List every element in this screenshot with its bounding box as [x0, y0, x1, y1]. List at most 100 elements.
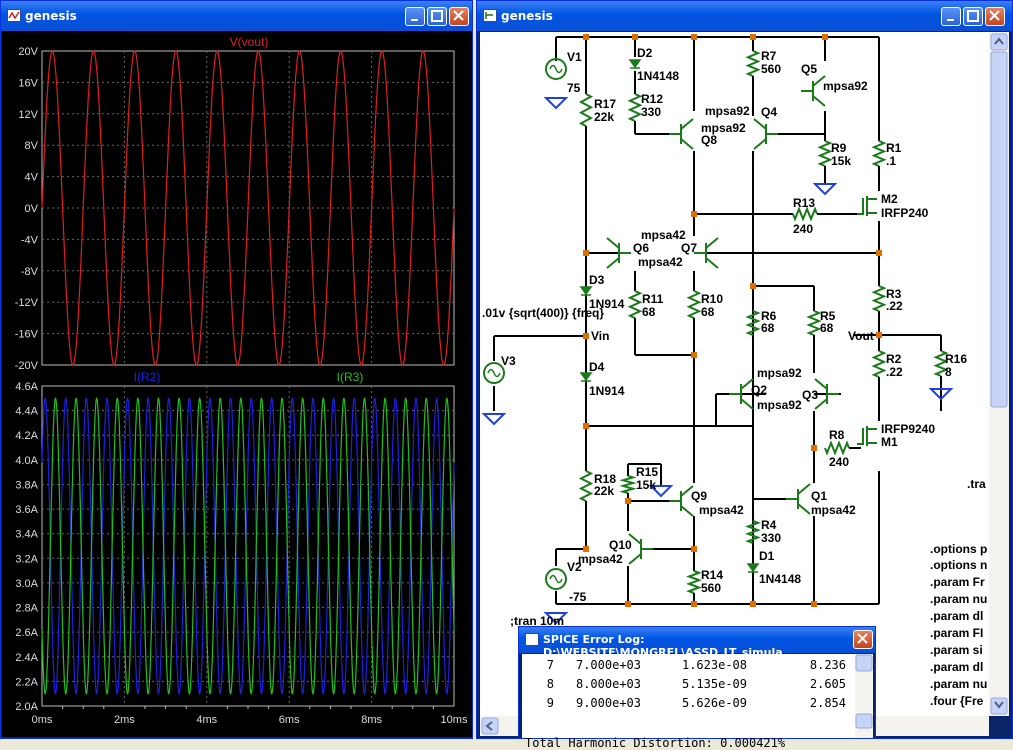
component-label: .param dl — [930, 660, 983, 674]
x-tick-label: 8ms — [361, 714, 382, 726]
y-tick-label: 3.0A — [15, 578, 38, 590]
component-label: R16 — [945, 352, 967, 366]
component-label: 1N914 — [589, 384, 625, 398]
junction — [583, 546, 589, 552]
component-label: R14 — [701, 568, 723, 582]
component-label: 560 — [701, 581, 721, 595]
spice-error-log-window: SPICE Error Log: D:\WEBSITE\MONGREL\ASSD… — [518, 626, 876, 750]
component-label: .22 — [886, 299, 903, 313]
y-tick-label: -20V — [15, 360, 39, 372]
junction — [876, 250, 882, 256]
component-label: V3 — [501, 354, 516, 368]
component-label: .param si — [930, 643, 983, 657]
component-label: D1 — [759, 549, 775, 563]
trace-label: I(R3) — [337, 370, 364, 384]
error-log-titlebar[interactable]: SPICE Error Log: D:\WEBSITE\MONGREL\ASSD… — [519, 627, 875, 659]
resistor-icon — [578, 93, 594, 127]
log-cell: 1.623e-08 — [681, 658, 747, 672]
ground-icon — [812, 183, 838, 196]
log-cell: 9.000e+03 — [575, 696, 641, 710]
y-tick-label: 3.8A — [15, 479, 38, 491]
component-label: R8 — [829, 428, 845, 442]
resistor-icon — [627, 93, 643, 122]
transistor-icon — [694, 237, 719, 269]
y-tick-label: 2.8A — [15, 603, 38, 615]
component-label: R2 — [886, 352, 902, 366]
component-label: 240 — [793, 222, 813, 236]
minimize-icon[interactable] — [941, 7, 961, 26]
y-tick-label: 4V — [25, 172, 39, 184]
transistor-icon — [786, 483, 811, 515]
resistor-icon — [578, 470, 594, 502]
sine-icon — [549, 64, 563, 74]
schematic-window-title: genesis — [501, 9, 553, 23]
document-icon — [525, 633, 539, 646]
component-label: .options p — [930, 542, 987, 556]
voltage-source-icon — [545, 58, 567, 80]
x-tick-label: 6ms — [279, 714, 300, 726]
resistor-icon — [933, 350, 949, 377]
plot-window-titlebar[interactable]: genesis — [1, 1, 472, 31]
junction — [583, 250, 589, 256]
y-tick-label: 2.0A — [15, 701, 38, 713]
maximize-icon[interactable] — [963, 7, 983, 26]
thd-line: Total Harmonic Distortion: 0.000421% — [525, 736, 786, 750]
log-cell: 5.626e-09 — [681, 696, 747, 710]
ground-icon — [648, 485, 674, 498]
component-label: Vout — [848, 329, 874, 343]
component-label: mpsa42 — [699, 503, 744, 517]
junction — [632, 34, 638, 40]
component-label: R7 — [761, 49, 777, 63]
y-tick-label: 16V — [18, 77, 38, 89]
component-label: 22k — [594, 484, 614, 498]
component-label: Q8 — [701, 133, 717, 147]
log-cell: 8.236 — [809, 658, 846, 672]
minimize-icon[interactable] — [405, 7, 425, 26]
close-icon[interactable] — [985, 7, 1005, 26]
close-icon[interactable] — [853, 630, 873, 649]
transistor-icon — [606, 237, 631, 269]
close-icon[interactable] — [449, 7, 469, 26]
resistor-icon — [806, 310, 822, 336]
component-label: Q3 — [802, 388, 818, 402]
log-cell: 5.135e-09 — [681, 677, 747, 691]
component-label: ;tran 10m — [510, 614, 564, 628]
component-label: .tra — [967, 477, 986, 491]
resistor-icon — [686, 290, 702, 319]
junction — [625, 601, 631, 607]
voltage-source-icon — [545, 568, 567, 590]
junction — [811, 601, 817, 607]
junction — [750, 34, 756, 40]
log-cell: 8.000e+03 — [575, 677, 641, 691]
component-label: mpsa92 — [757, 398, 802, 412]
component-label: .options n — [930, 558, 987, 572]
vertical-scrollbar[interactable] — [989, 32, 1009, 716]
schematic-window-titlebar[interactable]: genesis — [477, 1, 1012, 31]
y-tick-label: 3.4A — [15, 529, 38, 541]
component-label: .1 — [886, 154, 896, 168]
y-tick-label: -12V — [15, 297, 39, 309]
waveform-plots[interactable]: 20V16V12V8V4V0V-4V-8V-12V-16V-20VV(vout)… — [2, 31, 472, 737]
component-label: IRFP240 — [881, 206, 929, 220]
component-label: mpsa42 — [641, 228, 686, 242]
log-cell: 2.605 — [809, 677, 846, 691]
component-label: 68 — [820, 321, 834, 335]
y-tick-label: 2.6A — [15, 627, 38, 639]
component-label: 15k — [831, 154, 851, 168]
maximize-icon[interactable] — [427, 7, 447, 26]
component-label: R18 — [594, 472, 616, 486]
error-log-scrollbar[interactable] — [855, 654, 873, 738]
resistor-icon — [871, 285, 887, 312]
junction — [691, 352, 697, 358]
component-label: 68 — [761, 321, 775, 335]
component-label: R12 — [641, 92, 663, 106]
component-label: -75 — [569, 590, 587, 604]
y-tick-label: 4.0A — [15, 455, 38, 467]
component-label: mpsa92 — [705, 104, 750, 118]
component-label: Q10 — [609, 538, 632, 552]
junction — [811, 445, 817, 451]
resistor-icon — [745, 310, 761, 336]
